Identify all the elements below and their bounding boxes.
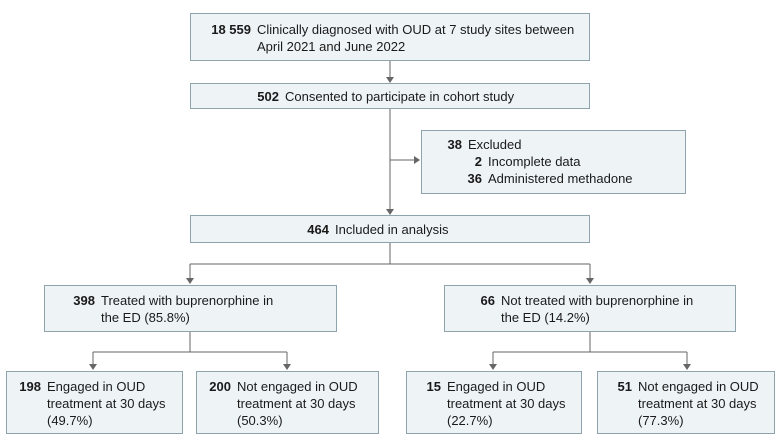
untreated-not-engaged-box: 51 Not engaged in OUD treatment at 30 da… [597,371,775,434]
included-count: 464 [307,222,329,237]
diagnosed-text: Clinically diagnosed with OUD at 7 study… [257,22,575,54]
untreated-not-engaged-count: 51 [617,379,632,394]
untreated-engaged-box: 15 Engaged in OUD treatment at 30 days (… [406,371,582,434]
excluded-box: 38 Excluded 2 Incomplete data 36 Adminis… [421,130,686,194]
treated-text: Treated with buprenorphine in the ED (85… [101,293,274,325]
excluded-item-text: Administered methadone [488,171,633,186]
excluded-item-count: 36 [467,171,482,186]
arrowhead [386,77,394,83]
untreated-engaged-text: Engaged in OUD treatment at 30 days (22.… [447,379,566,428]
arrowhead [186,278,194,284]
arrowhead [414,156,420,164]
consented-text: Consented to participate in cohort study [285,89,515,104]
excluded-item-count: 2 [474,154,482,169]
treated-box: 398 Treated with buprenorphine in the ED… [44,285,337,332]
not-treated-text: Not treated with buprenorphine in the ED… [501,293,694,325]
treated-not-engaged-box: 200 Not engaged in OUD treatment at 30 d… [196,371,379,434]
consented-count: 502 [257,89,279,104]
excluded-item: 36 Administered methadone [432,170,675,187]
treated-engaged-text: Engaged in OUD treatment at 30 days (49.… [47,379,166,428]
treated-not-engaged-count: 200 [209,379,231,394]
treated-not-engaged-text: Not engaged in OUD treatment at 30 days … [237,379,358,428]
arrowhead [683,364,691,370]
consented-box: 502 Consented to participate in cohort s… [190,83,590,109]
excluded-item: 2 Incomplete data [432,153,675,170]
untreated-engaged-count: 15 [426,379,441,394]
arrowhead [283,364,291,370]
arrowhead [586,278,594,284]
untreated-not-engaged-text: Not engaged in OUD treatment at 30 days … [638,379,759,428]
treated-engaged-count: 198 [19,379,41,394]
included-box: 464 Included in analysis [190,215,590,243]
treated-count: 398 [73,293,95,308]
diagnosed-box: 18 559 Clinically diagnosed with OUD at … [190,13,590,61]
arrowhead [89,364,97,370]
treated-engaged-box: 198 Engaged in OUD treatment at 30 days … [6,371,183,434]
excluded-text: Excluded [468,137,522,152]
diagnosed-count: 18 559 [211,22,251,37]
not-treated-count: 66 [480,293,495,308]
included-text: Included in analysis [335,222,449,237]
excluded-item-text: Incomplete data [488,154,581,169]
arrowhead [489,364,497,370]
excluded-count: 38 [447,137,462,152]
not-treated-box: 66 Not treated with buprenorphine in the… [444,285,736,332]
arrowhead [386,209,394,215]
